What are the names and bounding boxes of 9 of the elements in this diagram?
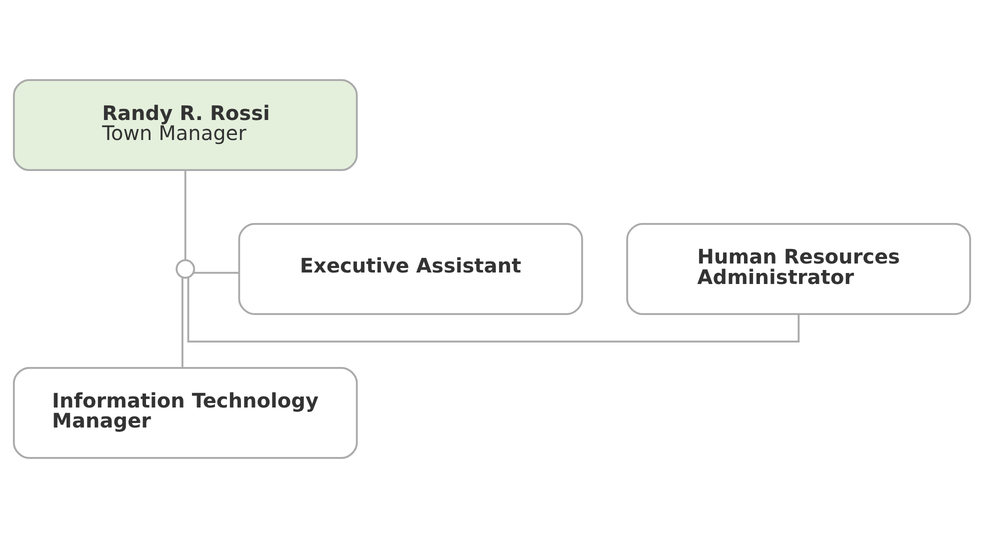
connector bbox=[184, 170, 186, 260]
connector bbox=[193, 271, 240, 274]
node-box: Human Resources Administrator bbox=[626, 222, 972, 314]
node-box: Executive Assistant bbox=[238, 222, 584, 314]
connector bbox=[182, 277, 184, 368]
node-box: Information Technology Manager bbox=[12, 366, 358, 458]
node-circle bbox=[176, 258, 196, 278]
connector bbox=[187, 276, 800, 342]
node-box: Randy R. Rossi Town Manager bbox=[12, 78, 358, 171]
